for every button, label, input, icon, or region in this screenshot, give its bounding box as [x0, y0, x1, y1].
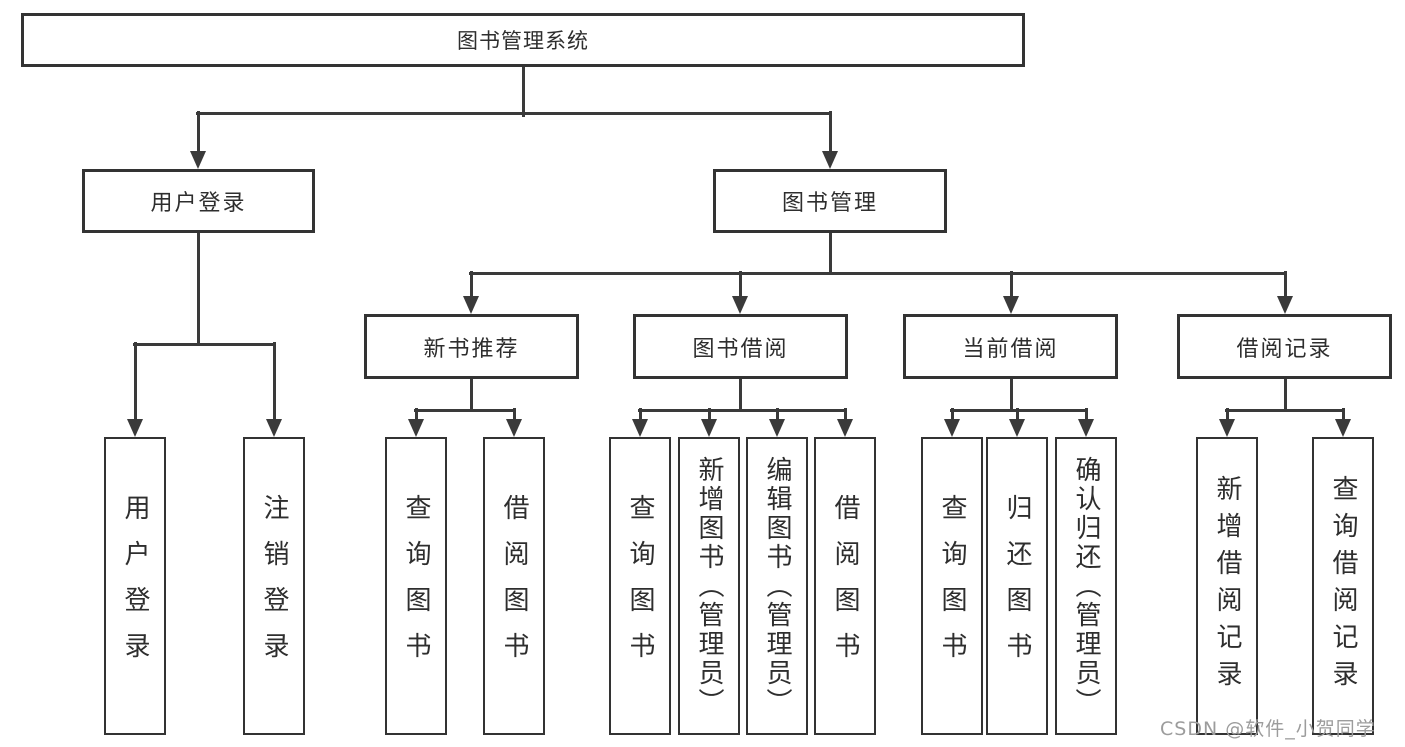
node-new-book-recommend: 新书推荐	[364, 314, 579, 379]
connector-line-vertical	[470, 271, 473, 303]
node-leaf-query-book-3: 查询图书	[921, 437, 983, 735]
connector-line-vertical	[708, 408, 711, 424]
arrowhead-down-icon	[632, 419, 648, 437]
connector-line-horizontal	[950, 409, 1088, 412]
arrowhead-down-icon	[769, 419, 785, 437]
node-user-login: 用户登录	[82, 169, 315, 233]
connector-line-vertical	[829, 231, 832, 275]
node-label: 新书推荐	[423, 336, 520, 362]
arrowhead-down-icon	[506, 419, 522, 437]
connector-line-horizontal	[133, 343, 276, 346]
node-label: 图书管理	[781, 191, 878, 216]
arrowhead-down-icon	[463, 296, 479, 314]
connector-line-vertical	[776, 408, 779, 424]
node-leaf-edit-book: 编辑图书（管理员）	[746, 437, 808, 735]
connector-line-vertical	[1284, 377, 1287, 412]
arrowhead-down-icon	[190, 151, 206, 169]
arrowhead-down-icon	[1003, 296, 1019, 314]
connector-line-vertical	[639, 408, 642, 424]
node-label: 借阅图书	[499, 494, 529, 678]
arrowhead-down-icon	[408, 419, 424, 437]
connector-line-vertical	[829, 111, 832, 157]
connector-line-vertical	[844, 408, 847, 424]
connector-line-horizontal	[638, 409, 847, 412]
node-leaf-query-record: 查询借阅记录	[1312, 437, 1374, 735]
arrowhead-down-icon	[1009, 419, 1025, 437]
arrowhead-down-icon	[732, 296, 748, 314]
node-current-borrow: 当前借阅	[903, 314, 1118, 379]
node-borrow-records: 借阅记录	[1177, 314, 1392, 379]
node-label: 当前借阅	[962, 336, 1059, 362]
arrowhead-down-icon	[701, 419, 717, 437]
connector-line-vertical	[739, 271, 742, 303]
connector-line-vertical	[951, 408, 954, 424]
connector-line-horizontal	[196, 112, 832, 115]
node-label: 用户登录	[120, 494, 150, 678]
arrowhead-down-icon	[127, 419, 143, 437]
connector-line-vertical	[1284, 271, 1287, 303]
node-label: 图书管理系统	[457, 29, 589, 53]
node-label: 借阅记录	[1236, 336, 1333, 362]
node-label: 新增借阅记录	[1212, 475, 1242, 697]
connector-line-vertical	[1010, 377, 1013, 412]
node-label: 新增图书（管理员）	[694, 455, 724, 717]
csdn-watermark: CSDN @软件_小贺同学	[1160, 718, 1376, 740]
connector-line-vertical	[1085, 408, 1088, 424]
node-root: 图书管理系统	[21, 13, 1025, 67]
connector-line-horizontal	[1225, 409, 1345, 412]
node-label: 确认归还（管理员）	[1071, 455, 1101, 717]
node-label: 归还图书	[1002, 494, 1032, 678]
connector-line-vertical	[522, 65, 525, 117]
arrowhead-down-icon	[1277, 296, 1293, 314]
arrowhead-down-icon	[837, 419, 853, 437]
node-book-borrow: 图书借阅	[633, 314, 848, 379]
arrowhead-down-icon	[1219, 419, 1235, 437]
node-leaf-add-book: 新增图书（管理员）	[678, 437, 740, 735]
connector-line-vertical	[470, 377, 473, 412]
node-leaf-user-login: 用户登录	[104, 437, 166, 735]
node-leaf-confirm-return: 确认归还（管理员）	[1055, 437, 1117, 735]
arrowhead-down-icon	[1078, 419, 1094, 437]
connector-line-vertical	[197, 231, 200, 346]
connector-line-vertical	[134, 342, 137, 424]
connector-line-horizontal	[469, 272, 1287, 275]
arrowhead-down-icon	[266, 419, 282, 437]
connector-line-vertical	[197, 111, 200, 157]
node-leaf-logout: 注销登录	[243, 437, 305, 735]
connector-line-vertical	[1016, 408, 1019, 424]
arrowhead-down-icon	[944, 419, 960, 437]
node-label: 借阅图书	[830, 494, 860, 678]
node-book-management: 图书管理	[713, 169, 947, 233]
connector-line-vertical	[1010, 271, 1013, 303]
node-label: 注销登录	[259, 494, 289, 678]
node-label: 查询图书	[401, 494, 431, 678]
node-label: 图书借阅	[692, 336, 789, 362]
connector-line-vertical	[513, 408, 516, 424]
node-leaf-query-book-1: 查询图书	[385, 437, 447, 735]
connector-line-vertical	[1342, 408, 1345, 424]
node-label: 编辑图书（管理员）	[762, 455, 792, 717]
node-label: 查询图书	[625, 494, 655, 678]
arrowhead-down-icon	[1335, 419, 1351, 437]
connector-line-horizontal	[414, 409, 516, 412]
node-leaf-add-record: 新增借阅记录	[1196, 437, 1258, 735]
connector-line-vertical	[273, 342, 276, 424]
node-leaf-return-book: 归还图书	[986, 437, 1048, 735]
arrowhead-down-icon	[822, 151, 838, 169]
connector-line-vertical	[1226, 408, 1229, 424]
node-leaf-query-book-2: 查询图书	[609, 437, 671, 735]
node-leaf-borrow-book-1: 借阅图书	[483, 437, 545, 735]
node-label: 查询借阅记录	[1328, 475, 1358, 697]
connector-line-vertical	[739, 377, 742, 412]
node-leaf-borrow-book-2: 借阅图书	[814, 437, 876, 735]
connector-line-vertical	[415, 408, 418, 424]
node-label: 用户登录	[150, 191, 247, 216]
node-label: 查询图书	[937, 494, 967, 678]
